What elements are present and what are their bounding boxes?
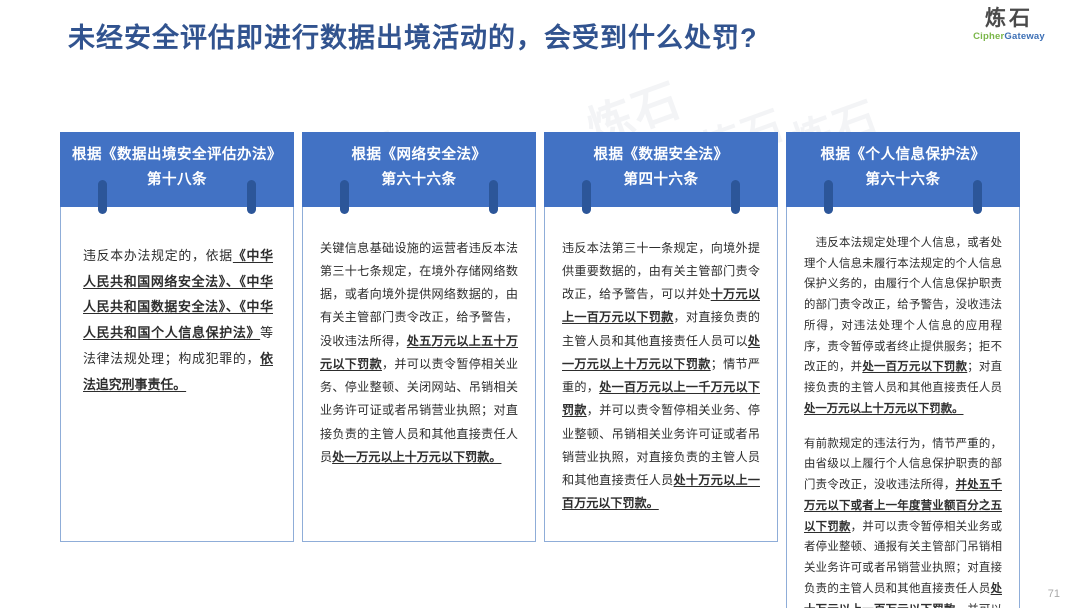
emphasised-clause: 处五万元以上五十万元以下罚款 <box>320 333 518 371</box>
brand-logo-en-second: Gateway <box>1004 31 1045 42</box>
emphasised-clause: 处一百万元以上一千万元以下罚款 <box>562 380 760 418</box>
body-text: 违反本法第三十一条规定，向境外提供重要数据的，由有关主管部门责令改正，给予警告，… <box>562 240 760 302</box>
card-header-line1: 根据《数据安全法》 <box>593 147 729 163</box>
card-list: 根据《数据出境安全评估办法》 第十八条 违反本办法规定的，依据《中华人民共和国网… <box>60 132 1020 608</box>
body-text: ；情节严重的， <box>562 356 760 395</box>
body-text: 违反本办法规定的，依据 <box>83 247 233 263</box>
card-body: 违反本法规定处理个人信息，或者处理个人信息未履行本法规定的个人信息保护义务的，由… <box>786 206 1020 608</box>
card-paragraph: 违反本法第三十一条规定，向境外提供重要数据的，由有关主管部门责令改正，给予警告，… <box>562 237 760 516</box>
emphasised-clause: 依法追究刑事责任。 <box>83 351 273 392</box>
law-card: 根据《数据出境安全评估办法》 第十八条 违反本办法规定的，依据《中华人民共和国网… <box>60 132 294 608</box>
card-header-line2: 第四十六条 <box>623 172 699 189</box>
law-card: 根据《网络安全法》 第六十六条 关键信息基础设施的运营者违反本法第三十七条规定，… <box>302 132 536 608</box>
card-header: 根据《数据安全法》 第四十六条 <box>544 132 778 207</box>
body-text: 有前款规定的违法行为，情节严重的，由省级以上履行个人信息保护职责的部门责令改正，… <box>804 437 1002 492</box>
emphasised-clause: 并处五千万元以下或者上一年度营业额百分之五以下罚款 <box>804 479 1002 533</box>
card-paragraph: 违反本办法规定的，依据《中华人民共和国网络安全法》、《中华人民共和国数据安全法》… <box>83 243 273 398</box>
body-text: ；对直接负责的主管人员和其他直接责任人员 <box>804 361 1002 394</box>
emphasised-clause: 处十万元以上一百万元以下罚款 <box>804 582 1002 608</box>
brand-logo-en-first: Cipher <box>973 31 1005 42</box>
body-text: 关键信息基础设施的运营者违反本法第三十七条规定，在境外存储网络数据，或者向境外提… <box>320 240 518 348</box>
card-header-line2: 第六十六条 <box>381 172 457 189</box>
emphasised-clause: 处一万元以上十万元以下罚款。 <box>804 402 964 415</box>
page-number: 71 <box>1047 588 1060 600</box>
card-header-line1: 根据《数据出境安全评估办法》 <box>72 147 282 163</box>
card-header: 根据《个人信息保护法》 第六十六条 <box>786 132 1020 207</box>
card-header-line1: 根据《网络安全法》 <box>351 147 487 163</box>
body-text: ，并可以责令暂停相关业务或者停业整顿、通报有关主管部门吊销相关业务许可或者吊销营… <box>804 520 1002 595</box>
card-paragraph: 关键信息基础设施的运营者违反本法第三十七条规定，在境外存储网络数据，或者向境外提… <box>320 237 518 469</box>
emphasised-clause: 处一万元以上十万元以下罚款。 <box>332 449 502 464</box>
law-card: 根据《数据安全法》 第四十六条 违反本法第三十一条规定，向境外提供重要数据的，由… <box>544 132 778 608</box>
card-header-line1: 根据《个人信息保护法》 <box>820 147 986 163</box>
body-text: ，对直接负责的主管人员和其他直接责任人员可以 <box>562 310 760 348</box>
card-header-line2: 第六十六条 <box>865 172 941 189</box>
body-text: ，并可以责令暂停相关业务、停业整顿、吊销相关业务许可证或者吊销营业执照，对直接负… <box>562 403 760 487</box>
brand-logo-cn: 炼石 <box>985 7 1033 30</box>
card-body: 关键信息基础设施的运营者违反本法第三十七条规定，在境外存储网络数据，或者向境外提… <box>302 206 536 542</box>
card-paragraph: 有前款规定的违法行为，情节严重的，由省级以上履行个人信息保护职责的部门责令改正，… <box>804 434 1002 608</box>
card-body: 违反本法第三十一条规定，向境外提供重要数据的，由有关主管部门责令改正，给予警告，… <box>544 206 778 542</box>
body-text: 等法律法规处理；构成犯罪的， <box>83 325 273 366</box>
card-body: 违反本办法规定的，依据《中华人民共和国网络安全法》、《中华人民共和国数据安全法》… <box>60 206 294 542</box>
emphasised-clause: 《中华人民共和国网络安全法》、《中华人民共和国数据安全法》、《中华人民共和国个人… <box>83 247 274 341</box>
card-paragraph: 违反本法规定处理个人信息，或者处理个人信息未履行本法规定的个人信息保护义务的，由… <box>804 233 1002 420</box>
body-text: ，并可以决定禁止其在一定期限内担任相关企业的董事、监事、高级管理人员和个人信息保… <box>804 604 1002 608</box>
emphasised-clause: 处十万元以上一百万元以下罚款。 <box>562 472 760 511</box>
card-header: 根据《数据出境安全评估办法》 第十八条 <box>60 132 294 207</box>
emphasised-clause: 十万元以上一百万元以下罚款 <box>562 287 760 325</box>
body-text: 违反本法规定处理个人信息，或者处理个人信息未履行本法规定的个人信息保护义务的，由… <box>804 236 1002 374</box>
emphasised-clause: 处一万元以上十万元以下罚款 <box>562 333 760 371</box>
law-card: 根据《个人信息保护法》 第六十六条 违反本法规定处理个人信息，或者处理个人信息未… <box>786 132 1020 608</box>
card-header: 根据《网络安全法》 第六十六条 <box>302 132 536 207</box>
emphasised-clause: 处一百万元以下罚款 <box>862 361 968 374</box>
brand-logo-en: CipherGateway <box>954 32 1064 42</box>
body-text: ，并可以责令暂停相关业务、停业整顿、关闭网站、吊销相关业务许可证或者吊销营业执照… <box>320 356 518 464</box>
page-title: 未经安全评估即进行数据出境活动的，会受到什么处罚? <box>68 23 758 53</box>
brand-logo: 炼石 CipherGateway <box>954 8 1064 42</box>
card-header-line2: 第十八条 <box>147 172 207 189</box>
